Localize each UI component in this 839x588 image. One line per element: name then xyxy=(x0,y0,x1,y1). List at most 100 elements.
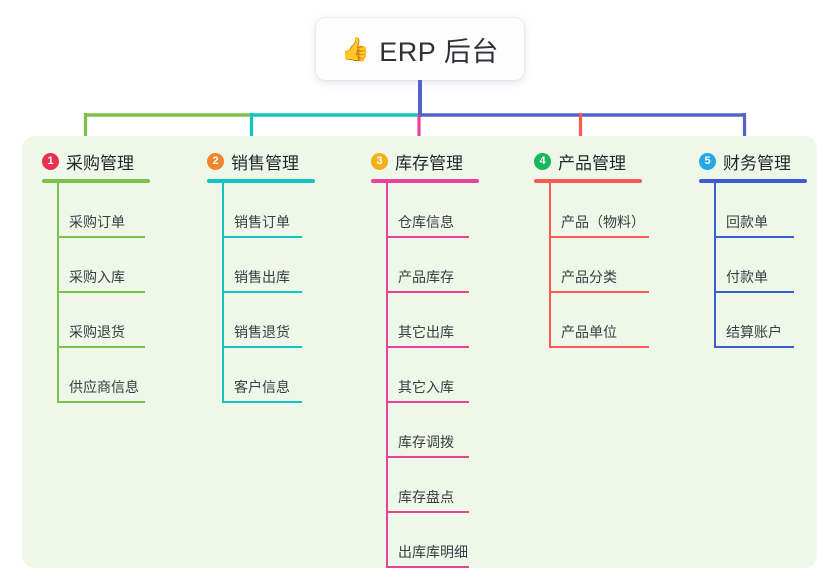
sub-item[interactable]: 其它入库 xyxy=(371,348,479,403)
column-rule-3 xyxy=(371,179,479,183)
column-header-4[interactable]: 4 产品管理 xyxy=(534,148,645,174)
sub-item-label: 销售出库 xyxy=(234,269,290,285)
sub-item-label: 付款单 xyxy=(726,269,768,285)
root-title-text: ERP 后台 xyxy=(379,36,499,67)
sub-item-label: 客户信息 xyxy=(234,379,290,395)
column-5: 5 财务管理回款单付款单结算账户 xyxy=(699,148,807,348)
sub-item-label: 产品（物料） xyxy=(561,214,645,230)
sub-item-rule xyxy=(386,511,469,513)
sub-item-rule xyxy=(549,236,649,238)
column-title-3: 库存管理 xyxy=(395,153,463,173)
page-title: 👍 ERP 后台 xyxy=(341,30,499,69)
column-3: 3 库存管理仓库信息产品库存其它出库其它入库库存调拨库存盘点出库库明细 xyxy=(371,148,479,568)
sub-item-list-5: 回款单付款单结算账户 xyxy=(699,183,807,348)
sub-item-label: 产品库存 xyxy=(398,269,454,285)
sub-item-label: 采购入库 xyxy=(69,269,125,285)
sub-item-label: 产品单位 xyxy=(561,324,617,340)
sub-item[interactable]: 库存调拨 xyxy=(371,403,479,458)
sub-item-label: 供应商信息 xyxy=(69,379,139,395)
column-title-2: 销售管理 xyxy=(231,153,299,173)
column-rule-5 xyxy=(699,179,807,183)
sub-item[interactable]: 供应商信息 xyxy=(42,348,150,403)
sub-item[interactable]: 产品单位 xyxy=(534,293,649,348)
sub-item[interactable]: 销售订单 xyxy=(207,183,315,238)
sub-item[interactable]: 其它出库 xyxy=(371,293,479,348)
sub-item-rule xyxy=(386,236,469,238)
sub-item-label: 库存盘点 xyxy=(398,489,454,505)
sub-item-rule xyxy=(57,291,145,293)
column-badge-1: 1 xyxy=(42,152,59,170)
column-badge-4: 4 xyxy=(534,152,551,170)
diagram-panel xyxy=(22,136,817,568)
sub-item-label: 库存调拨 xyxy=(398,434,454,450)
sub-item-rule xyxy=(549,346,649,348)
sub-item-label: 销售订单 xyxy=(234,214,290,230)
sub-item[interactable]: 产品库存 xyxy=(371,238,479,293)
sub-item[interactable]: 客户信息 xyxy=(207,348,315,403)
sub-item-label: 仓库信息 xyxy=(398,214,454,230)
sub-item[interactable]: 采购退货 xyxy=(42,293,150,348)
column-spine-5 xyxy=(714,183,716,348)
root-node-card[interactable]: 👍 ERP 后台 xyxy=(316,18,524,80)
thumbs-up-icon: 👍 xyxy=(341,35,371,62)
column-header-2[interactable]: 2 销售管理 xyxy=(207,148,315,174)
sub-item-label: 产品分类 xyxy=(561,269,617,285)
sub-item-rule xyxy=(57,236,145,238)
sub-item-list-3: 仓库信息产品库存其它出库其它入库库存调拨库存盘点出库库明细 xyxy=(371,183,479,568)
column-badge-5: 5 xyxy=(699,152,716,170)
sub-item-rule xyxy=(549,291,649,293)
sub-item-rule xyxy=(714,291,794,293)
sub-item-label: 采购订单 xyxy=(69,214,125,230)
sub-item-rule xyxy=(57,401,145,403)
column-rule-1 xyxy=(42,179,150,183)
sub-item-label: 采购退货 xyxy=(69,324,125,340)
sub-item-rule xyxy=(386,401,469,403)
sub-item-list-2: 销售订单销售出库销售退货客户信息 xyxy=(207,183,315,403)
sub-item-rule xyxy=(57,346,145,348)
sub-item[interactable]: 采购入库 xyxy=(42,238,150,293)
sub-item[interactable]: 销售出库 xyxy=(207,238,315,293)
sub-item-label: 其它出库 xyxy=(398,324,454,340)
sub-item-rule xyxy=(222,291,302,293)
sub-item[interactable]: 销售退货 xyxy=(207,293,315,348)
column-header-3[interactable]: 3 库存管理 xyxy=(371,148,479,174)
column-header-1[interactable]: 1 采购管理 xyxy=(42,148,150,174)
sub-item-label: 结算账户 xyxy=(726,324,782,340)
column-4: 4 产品管理产品（物料） 产品分类产品单位 xyxy=(534,148,649,348)
sub-item-label: 其它入库 xyxy=(398,379,454,395)
column-spine-3 xyxy=(386,183,388,568)
sub-item[interactable]: 回款单 xyxy=(699,183,807,238)
sub-item-rule xyxy=(386,456,469,458)
column-header-5[interactable]: 5 财务管理 xyxy=(699,148,807,174)
sub-item[interactable]: 库存盘点 xyxy=(371,458,479,513)
column-2: 2 销售管理销售订单销售出库销售退货客户信息 xyxy=(207,148,315,403)
sub-item-rule xyxy=(714,346,794,348)
sub-item[interactable]: 付款单 xyxy=(699,238,807,293)
sub-item-rule xyxy=(222,401,302,403)
sub-item-rule xyxy=(386,346,469,348)
column-title-5: 财务管理 xyxy=(723,153,791,173)
sub-item-rule xyxy=(386,566,469,568)
column-1: 1 采购管理采购订单采购入库采购退货供应商信息 xyxy=(42,148,150,403)
sub-item[interactable]: 仓库信息 xyxy=(371,183,479,238)
column-spine-2 xyxy=(222,183,224,403)
column-title-1: 采购管理 xyxy=(66,153,134,173)
column-badge-3: 3 xyxy=(371,152,388,170)
sub-item-rule xyxy=(222,236,302,238)
column-spine-4 xyxy=(549,183,551,348)
sub-item-list-4: 产品（物料） 产品分类产品单位 xyxy=(534,183,649,348)
sub-item-list-1: 采购订单采购入库采购退货供应商信息 xyxy=(42,183,150,403)
sub-item[interactable]: 结算账户 xyxy=(699,293,807,348)
sub-item-rule xyxy=(714,236,794,238)
sub-item[interactable]: 产品分类 xyxy=(534,238,649,293)
column-title-4: 产品管理 xyxy=(558,153,626,173)
sub-item-label: 销售退货 xyxy=(234,324,290,340)
column-badge-2: 2 xyxy=(207,152,224,170)
sub-item[interactable]: 产品（物料） xyxy=(534,183,649,238)
sub-item-label: 回款单 xyxy=(726,214,768,230)
sub-item[interactable]: 出库库明细 xyxy=(371,513,479,568)
sub-item-label: 出库库明细 xyxy=(398,544,468,560)
sub-item-rule xyxy=(222,346,302,348)
sub-item[interactable]: 采购订单 xyxy=(42,183,150,238)
